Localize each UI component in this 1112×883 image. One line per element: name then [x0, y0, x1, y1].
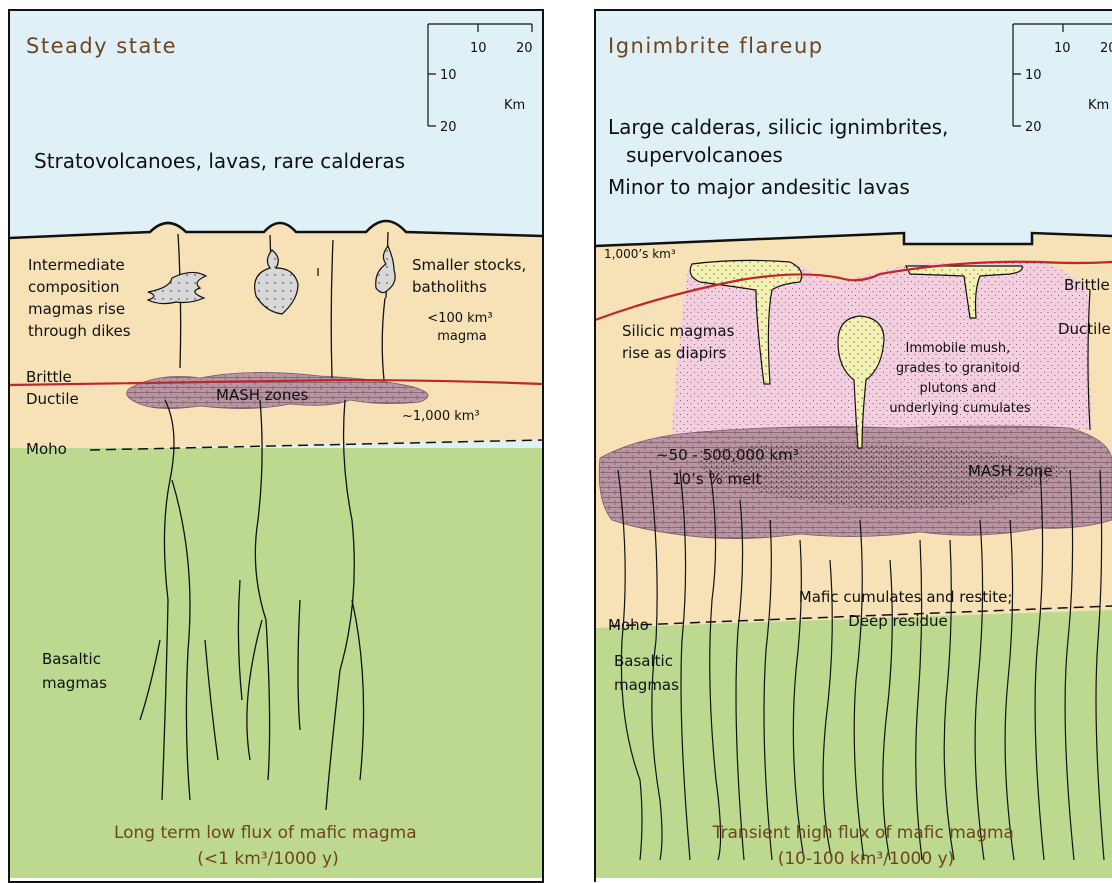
right-scale-unit: Km — [1088, 98, 1109, 113]
right-brittle-label: Brittle — [1064, 276, 1110, 294]
right-title: Ignimbrite flareup — [608, 34, 824, 58]
left-scale-h-10: 10 — [470, 41, 487, 56]
left-surface-label: Stratovolcanoes, lavas, rare calderas — [34, 149, 405, 173]
right-mash-label: MASH zone — [968, 462, 1053, 480]
left-title: Steady state — [26, 34, 177, 58]
right-moho-label: Moho — [608, 616, 649, 634]
right-scale-v-20: 20 — [1025, 120, 1042, 135]
left-moho-label: Moho — [26, 440, 67, 458]
left-panel: Steady state Stratovolcanoes, lavas, rar… — [9, 10, 543, 878]
left-scale-v-20: 20 — [440, 120, 457, 135]
left-ductile-label: Ductile — [26, 390, 79, 408]
left-scale-unit: Km — [504, 98, 525, 113]
right-scale-h-20: 20 — [1100, 41, 1112, 56]
left-brittle-label: Brittle — [26, 368, 72, 386]
left-scale-h-20: 20 — [516, 41, 533, 56]
left-scale-v-10: 10 — [440, 68, 457, 83]
left-mash-label: MASH zones — [216, 386, 309, 404]
right-ductile-label: Ductile — [1058, 320, 1111, 338]
right-scale-h-10: 10 — [1054, 41, 1071, 56]
left-mash-volume-label: ~1,000 km³ — [402, 409, 480, 424]
right-caldera-volume-label: 1,000’s km³ — [604, 247, 676, 261]
right-panel: Ignimbrite flareup Large calderas, silic… — [595, 10, 1112, 878]
right-scale-v-10: 10 — [1025, 68, 1042, 83]
right-melt-label: 10’s % melt — [672, 470, 761, 488]
right-mash-volume-label: ~50 - 500,000 km³ — [656, 446, 799, 464]
